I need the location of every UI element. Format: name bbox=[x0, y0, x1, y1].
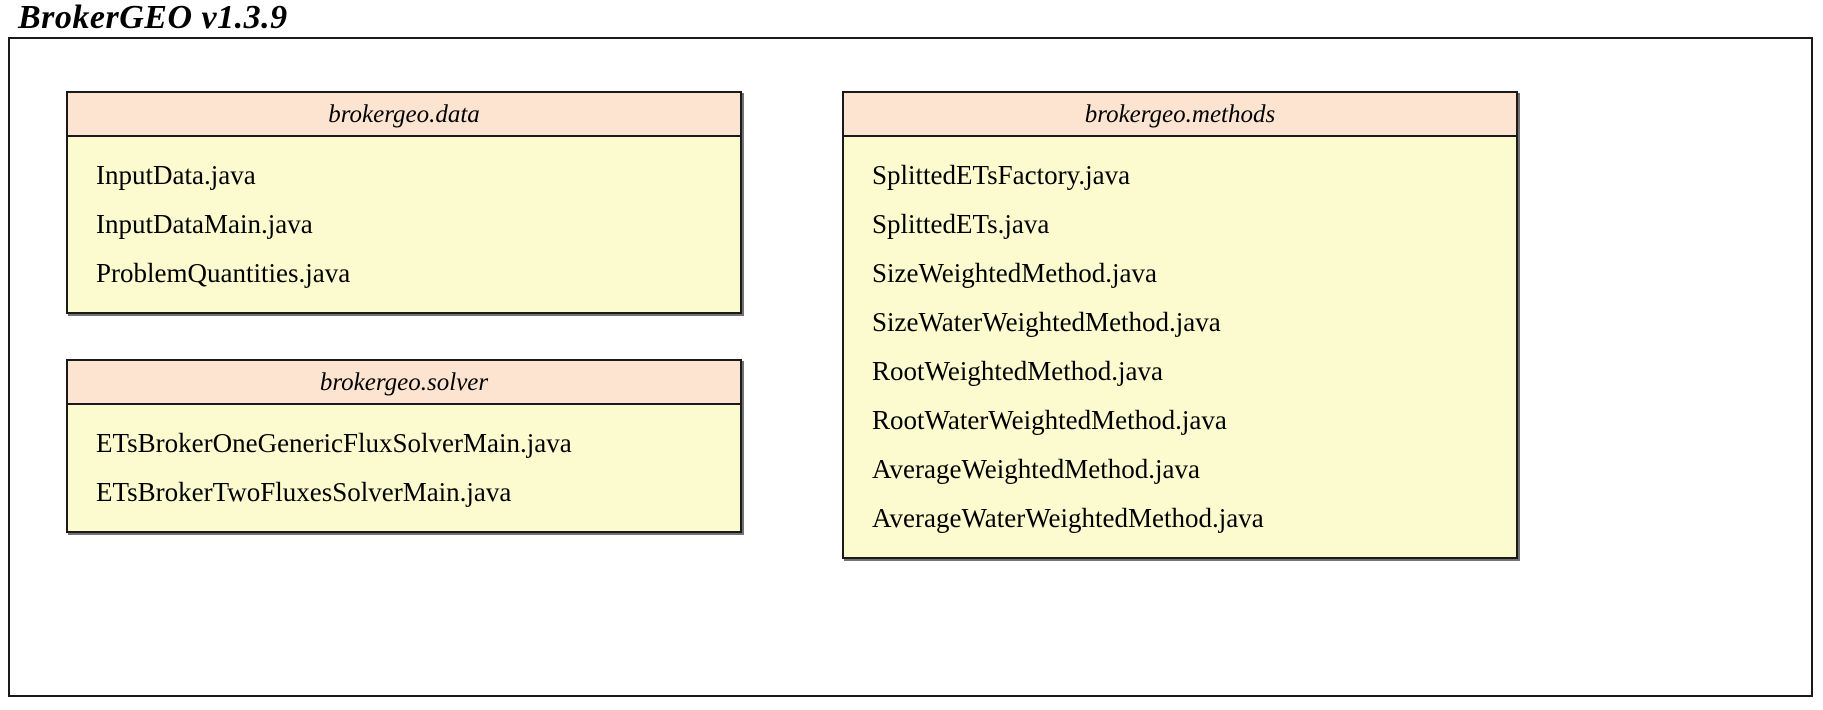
list-item[interactable]: AverageWeightedMethod.java bbox=[872, 454, 1200, 484]
list-item[interactable]: InputDataMain.java bbox=[96, 209, 313, 239]
package-header-brokergeo-solver: brokergeo.solver bbox=[68, 361, 740, 405]
package-body-brokergeo-solver: ETsBrokerOneGenericFluxSolverMain.java E… bbox=[68, 405, 740, 531]
package-header-brokergeo-data: brokergeo.data bbox=[68, 93, 740, 137]
list-item[interactable]: RootWaterWeightedMethod.java bbox=[872, 405, 1227, 435]
package-brokergeo-solver[interactable]: brokergeo.solver ETsBrokerOneGenericFlux… bbox=[66, 359, 742, 533]
list-item[interactable]: SplittedETsFactory.java bbox=[872, 160, 1131, 190]
list-item[interactable]: SizeWaterWeightedMethod.java bbox=[872, 307, 1221, 337]
package-brokergeo-methods[interactable]: brokergeo.methods SplittedETsFactory.jav… bbox=[842, 91, 1518, 559]
list-item[interactable]: InputData.java bbox=[96, 160, 256, 190]
package-body-brokergeo-methods: SplittedETsFactory.java SplittedETs.java… bbox=[844, 137, 1516, 557]
list-item[interactable]: SizeWeightedMethod.java bbox=[872, 258, 1157, 288]
list-item[interactable]: AverageWaterWeightedMethod.java bbox=[872, 503, 1264, 533]
diagram-title: BrokerGEO v1.3.9 bbox=[18, 0, 288, 36]
list-item[interactable]: ETsBrokerTwoFluxesSolverMain.java bbox=[96, 477, 512, 507]
system-boundary-frame: brokergeo.data InputData.java InputDataM… bbox=[8, 37, 1813, 697]
list-item[interactable]: ETsBrokerOneGenericFluxSolverMain.java bbox=[96, 428, 572, 458]
package-body-brokergeo-data: InputData.java InputDataMain.java Proble… bbox=[68, 137, 740, 312]
list-item[interactable]: RootWeightedMethod.java bbox=[872, 356, 1164, 386]
package-brokergeo-data[interactable]: brokergeo.data InputData.java InputDataM… bbox=[66, 91, 742, 314]
list-item[interactable]: SplittedETs.java bbox=[872, 209, 1050, 239]
package-header-brokergeo-methods: brokergeo.methods bbox=[844, 93, 1516, 137]
list-item[interactable]: ProblemQuantities.java bbox=[96, 258, 351, 288]
